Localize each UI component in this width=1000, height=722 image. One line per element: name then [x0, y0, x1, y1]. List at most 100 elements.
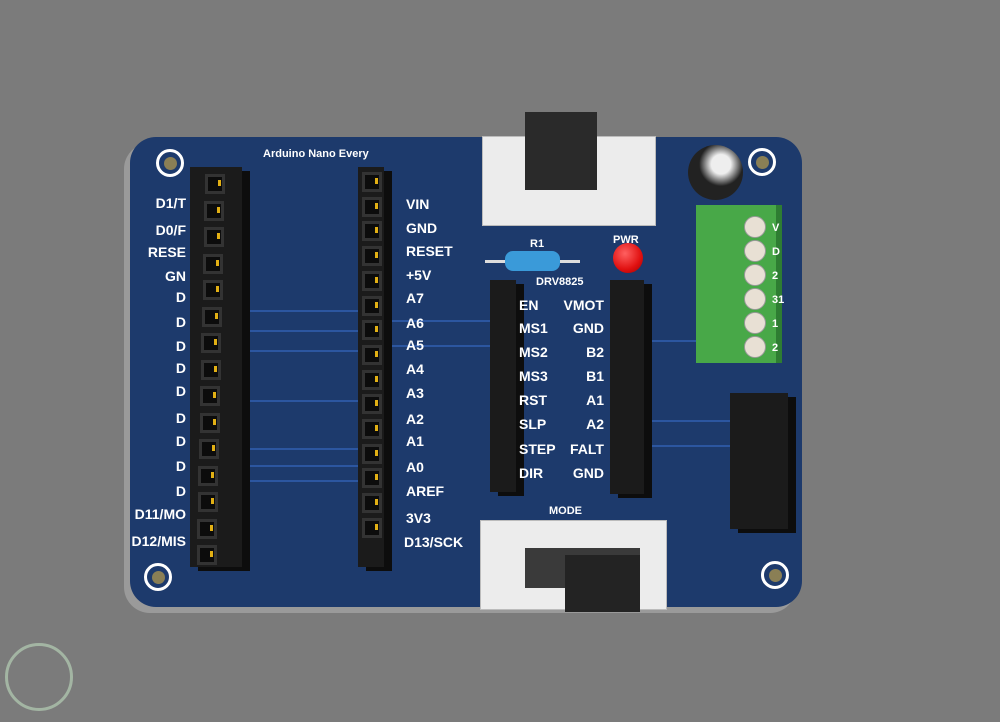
nano-pin-label: D [175, 383, 186, 399]
mounting-hole [761, 561, 789, 589]
nano-pin-label: +5V [406, 267, 432, 283]
drv-pin-label: RST [519, 392, 547, 408]
nano-pin-label: A2 [406, 411, 424, 427]
pcb-trace [250, 465, 360, 467]
nano-pin-label: VIN [406, 196, 430, 212]
nano-pin-label: D [175, 483, 186, 499]
nano-pin-label: D0/F [155, 222, 186, 238]
nano-pin-label: D [175, 433, 186, 449]
drv-pin-label: VMOT [563, 297, 604, 313]
header-pin [362, 221, 382, 242]
pcb-trace [390, 320, 490, 322]
drv-pin-label: A2 [586, 416, 604, 432]
nano-pin-label: A3 [406, 385, 424, 401]
nano-pin-label: A0 [406, 459, 424, 475]
terminal-screw[interactable] [744, 288, 766, 310]
nano-pin-label: AREF [406, 483, 445, 499]
header-pin [196, 545, 217, 565]
drv-right-header [610, 280, 644, 494]
nano-pin-label: A4 [406, 361, 424, 377]
resistor-r1 [505, 251, 560, 271]
pcb-trace [250, 480, 360, 482]
power-switch-slider[interactable] [525, 112, 597, 190]
nano-pin-label: RESE [147, 244, 186, 260]
nano-pin-label: RESET [406, 243, 453, 259]
terminal-screw[interactable] [744, 216, 766, 238]
watermark-logo [5, 643, 73, 711]
nano-pin-label: D [175, 338, 186, 354]
mode-switch-slider[interactable] [565, 555, 640, 612]
drv-pin-label: GND [572, 465, 604, 481]
nano-pin-label: D [175, 410, 186, 426]
header-pin [198, 465, 219, 486]
drv-pin-label: SLP [519, 416, 547, 432]
terminal-screw[interactable] [744, 312, 766, 334]
nano-pin-label: GND [406, 220, 438, 236]
nano-pin-label: A6 [406, 315, 424, 331]
header-pin [362, 196, 382, 217]
header-pin [362, 320, 382, 341]
header-pin [200, 359, 221, 380]
drv-pin-label: EN [519, 297, 539, 313]
header-pin [362, 246, 382, 267]
drv-pin-label: DIR [519, 465, 544, 481]
mounting-hole [748, 148, 776, 176]
nano-pin-label: A1 [406, 433, 424, 449]
pcb-trace [250, 448, 360, 450]
pcb-trace [250, 400, 360, 402]
terminal-screw[interactable] [744, 336, 766, 358]
header-pin [362, 517, 382, 538]
nano-pin-label: D [175, 314, 186, 330]
capacitor [688, 145, 743, 200]
drv-pin-label: MS1 [519, 320, 548, 336]
header-pin [362, 419, 382, 439]
header-pin [362, 493, 382, 514]
header-pin [362, 172, 382, 192]
nano-pin-label: A5 [406, 337, 424, 353]
drv-pin-label: MS2 [519, 344, 548, 360]
terminal-label: 2 [772, 342, 779, 354]
nano-pin-label: D [175, 458, 186, 474]
header-pin [204, 200, 225, 221]
header-pin [202, 306, 222, 327]
aux-header [730, 393, 788, 529]
power-led [613, 243, 643, 273]
header-pin [362, 468, 382, 489]
drv-pin-label: MS3 [519, 368, 548, 384]
header-pin [203, 253, 224, 274]
header-pin [362, 344, 382, 365]
nano-pin-label: D13/SCK [404, 534, 464, 550]
header-pin [202, 280, 223, 300]
terminal-screw[interactable] [744, 264, 766, 286]
nano-pin-label: 3V3 [406, 510, 431, 526]
drv-pin-label: B1 [586, 368, 604, 384]
nano-pin-label: GN [165, 268, 186, 284]
screw-terminal[interactable] [696, 205, 782, 363]
header-pin [203, 227, 224, 247]
header-pin [199, 439, 219, 459]
drv-left-header [490, 280, 516, 492]
drv-pin-label: GND [572, 320, 604, 336]
header-pin [199, 412, 220, 433]
header-pin [205, 174, 225, 194]
nano-pin-label: D11/MO [134, 506, 186, 522]
drv-title: DRV8825 [536, 276, 584, 288]
nano-pin-label: D1/T [155, 195, 186, 211]
header-pin [197, 518, 218, 539]
terminal-label: V [772, 222, 780, 234]
pcb-trace [650, 420, 730, 422]
drv-pin-label: B2 [586, 344, 604, 360]
terminal-screw[interactable] [744, 240, 766, 262]
pcb-trace [250, 350, 360, 352]
pcb-trace [650, 340, 730, 342]
header-pin [200, 386, 221, 406]
terminal-label: 1 [772, 318, 779, 330]
drv-pin-label: STEP [519, 441, 556, 457]
terminal-label: D [772, 246, 780, 258]
header-pin [362, 443, 382, 464]
terminal-label: 2 [772, 270, 779, 282]
pcb-trace [390, 345, 490, 347]
resistor-label: R1 [530, 238, 545, 250]
pcb-trace [250, 310, 360, 312]
pcb-trace [650, 445, 730, 447]
